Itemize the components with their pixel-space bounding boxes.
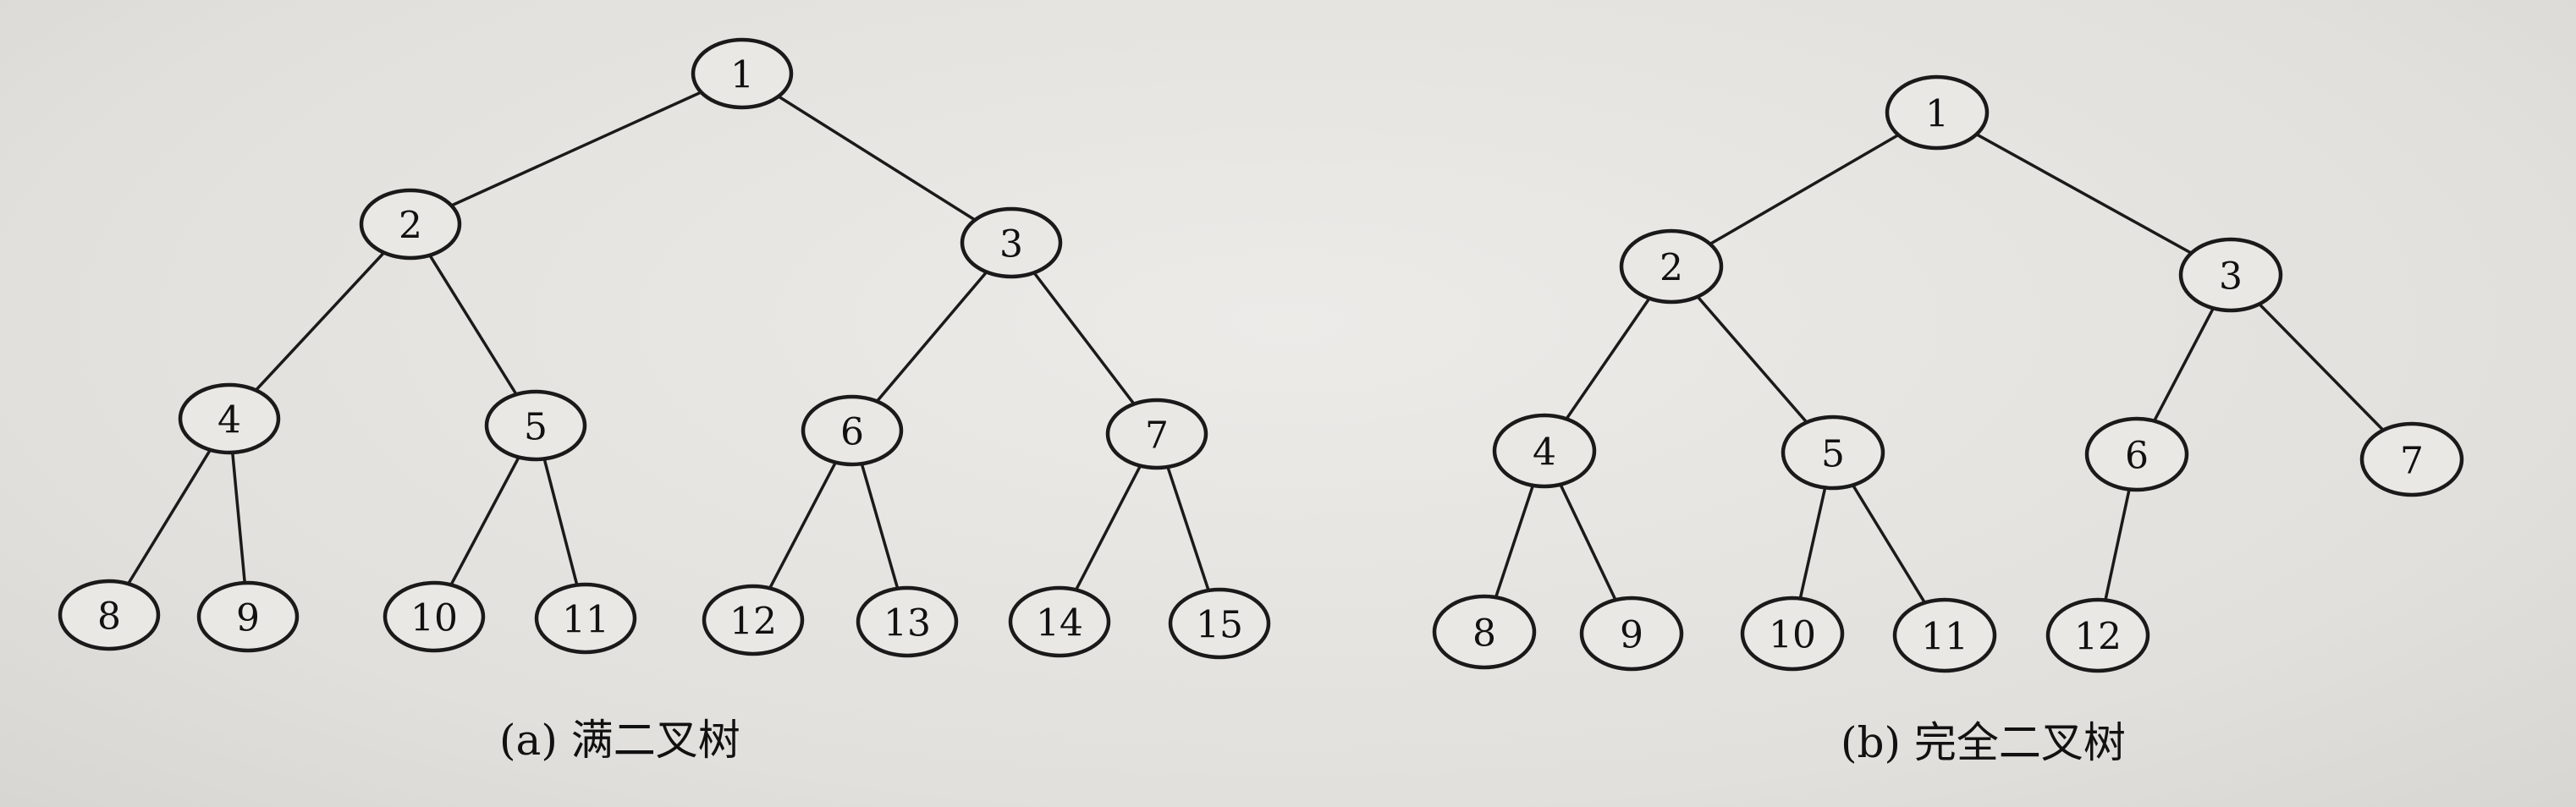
node-label: 5	[1821, 433, 1845, 476]
tree-node-6: 6	[2084, 416, 2189, 492]
node-label: 15	[1196, 604, 1243, 647]
tree-node-6: 6	[801, 394, 904, 467]
node-label: 7	[2400, 440, 2424, 483]
node-label: 9	[236, 597, 260, 640]
node-circle	[2178, 237, 2283, 313]
tree-node-12: 12	[702, 584, 805, 656]
node-label: 6	[2125, 435, 2149, 478]
node-circle	[1781, 414, 1885, 491]
tree-node-1: 1	[1885, 74, 1990, 151]
node-label: 4	[217, 399, 241, 442]
tree-node-12: 12	[2045, 597, 2150, 673]
tree-node-4: 4	[178, 382, 281, 455]
edge-3-6	[850, 241, 1013, 432]
node-label: 2	[399, 205, 422, 248]
edge-1-3	[741, 72, 1012, 244]
node-circle	[691, 37, 794, 110]
node-circle	[1892, 597, 1997, 673]
node-circle	[1168, 587, 1271, 660]
tree-node-3: 3	[960, 206, 1063, 279]
edge-1-3	[1936, 111, 2232, 277]
edge-1-2	[1671, 111, 1938, 268]
node-label: 5	[524, 406, 548, 449]
tree-node-8: 8	[58, 579, 161, 651]
node-circle	[196, 580, 300, 653]
edge-1-2	[410, 72, 743, 226]
tree-node-9: 9	[196, 580, 300, 653]
edge-2-5	[409, 223, 537, 426]
node-circle	[1740, 596, 1845, 672]
tree-node-11: 11	[534, 582, 637, 655]
node-label: 13	[883, 602, 931, 645]
node-circle	[702, 584, 805, 656]
tree-node-15: 15	[1168, 587, 1271, 660]
node-circle	[1432, 594, 1537, 670]
node-label: 11	[1921, 616, 1968, 659]
node-label: 3	[999, 223, 1023, 266]
tree-node-3: 3	[2178, 237, 2283, 313]
tree-node-1: 1	[691, 37, 794, 110]
node-label: 1	[730, 54, 754, 97]
tree-node-10: 10	[1740, 596, 1845, 672]
node-label: 10	[1769, 614, 1816, 657]
node-circle	[484, 389, 587, 462]
node-circle	[1105, 398, 1208, 470]
node-label: 6	[840, 411, 864, 454]
node-label: 7	[1145, 414, 1169, 458]
tree-node-9: 9	[1579, 596, 1684, 672]
tree-node-5: 5	[1781, 414, 1885, 491]
tree-node-5: 5	[484, 389, 587, 462]
tree-node-7: 7	[2359, 421, 2464, 497]
node-label: 12	[729, 601, 777, 644]
node-circle	[2045, 597, 2150, 673]
node-label: 9	[1620, 614, 1643, 657]
node-circle	[178, 382, 281, 455]
node-label: 8	[1472, 612, 1496, 656]
node-label: 2	[1660, 247, 1683, 290]
node-label: 12	[2074, 616, 2122, 659]
node-label: 11	[562, 599, 609, 642]
node-label: 4	[1533, 431, 1556, 475]
edge-2-4	[228, 222, 412, 420]
node-circle	[58, 579, 161, 651]
tree-node-4: 4	[1492, 413, 1597, 489]
node-circle	[1885, 74, 1990, 151]
node-circle	[383, 580, 486, 653]
node-label: 1	[1925, 93, 1949, 136]
node-circle	[2084, 416, 2189, 492]
node-circle	[801, 394, 904, 467]
tree-node-14: 14	[1008, 585, 1111, 658]
node-circle	[1619, 228, 1724, 305]
tree-node-13: 13	[856, 585, 959, 658]
node-circle	[856, 585, 959, 658]
node-circle	[2359, 421, 2464, 497]
node-circle	[534, 582, 637, 655]
node-label: 3	[2219, 255, 2243, 299]
tree-node-11: 11	[1892, 597, 1997, 673]
node-circle	[1579, 596, 1684, 672]
node-label: 8	[97, 596, 121, 639]
node-circle	[1008, 585, 1111, 658]
node-label: 14	[1036, 602, 1083, 645]
node-circle	[359, 188, 462, 261]
tree-node-2: 2	[359, 188, 462, 261]
tree-node-7: 7	[1105, 398, 1208, 470]
node-circle	[960, 206, 1063, 279]
edge-3-7	[1010, 241, 1159, 436]
tree-node-2: 2	[1619, 228, 1724, 305]
node-circle	[1492, 413, 1597, 489]
caption-complete-binary-tree: (b) 完全二叉树	[1841, 718, 2126, 767]
edge-3-7	[2229, 273, 2414, 461]
tree-node-10: 10	[383, 580, 486, 653]
caption-full-binary-tree: (a) 满二叉树	[499, 716, 740, 765]
node-label: 10	[410, 597, 458, 640]
tree-node-8: 8	[1432, 594, 1537, 670]
